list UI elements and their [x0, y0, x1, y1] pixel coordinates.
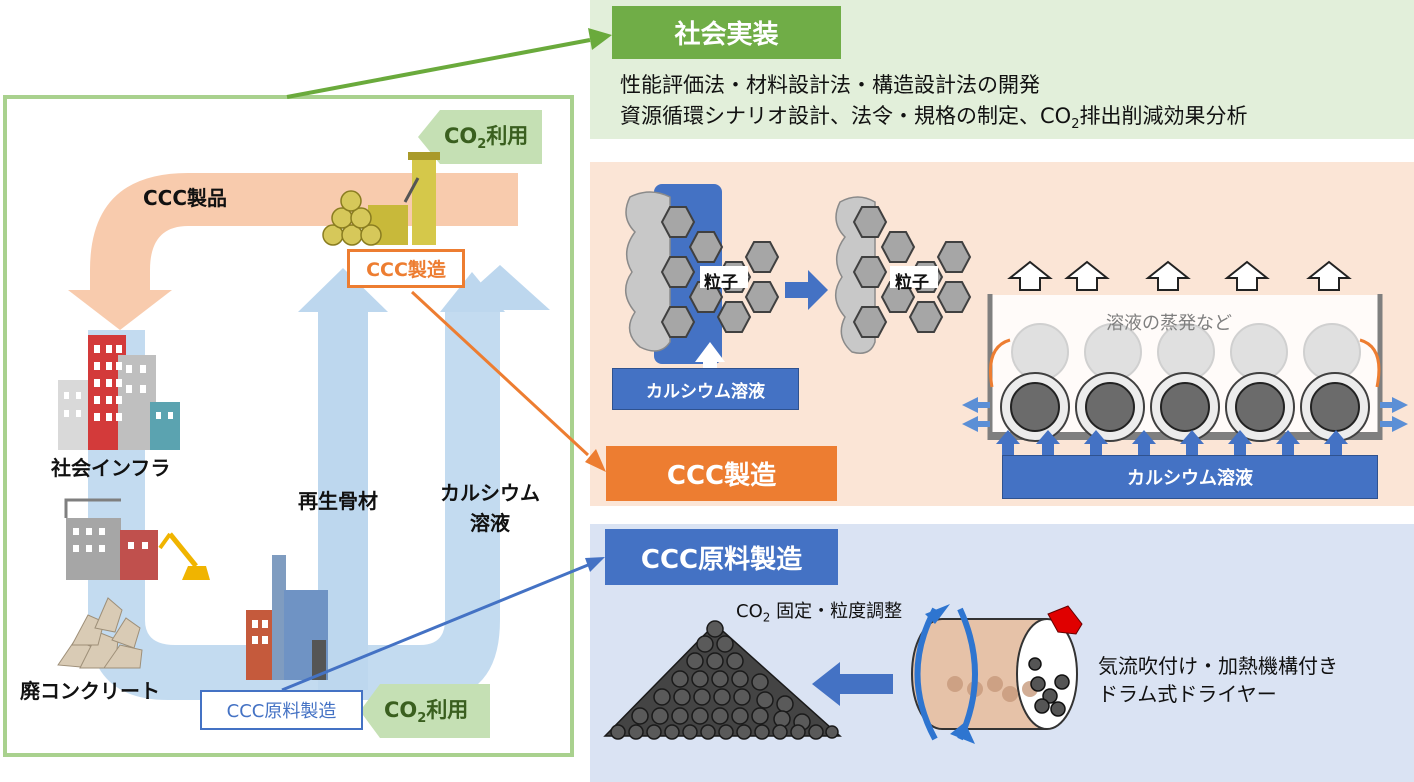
social-description: 性能評価法・材料設計法・構造設計法の開発 資源循環シナリオ設計、法令・規格の制定… [620, 70, 1247, 140]
connector-ccc [410, 290, 590, 457]
social-infra-label: 社会インフラ [51, 456, 171, 480]
waste-concrete-label: 廃コンクリート [20, 679, 160, 703]
drum-dryer-icon [911, 604, 1083, 744]
raw-material-box: CCC原料製造 [200, 690, 363, 730]
raw-material-label: CCC原料製造 [226, 701, 337, 722]
evaporation-arrows-icon [1007, 260, 1352, 291]
ccc-process-illustration [625, 184, 1408, 460]
demolition-site-icon [64, 498, 210, 580]
raw-material-title: CCC原料製造 [605, 529, 838, 585]
connector-raw [281, 563, 589, 692]
side-arrows-icon [962, 397, 1408, 432]
up-arrow-icon [695, 342, 725, 377]
dryer-line-1: 気流吹付け・加熱機構付き [1098, 654, 1338, 678]
aggregate-flow-arrowhead [298, 268, 388, 312]
process-arrow-icon [785, 270, 828, 310]
calcium-solution-large-box: カルシウム溶液 [1002, 455, 1378, 499]
ccc-product-label: CCC製品 [143, 186, 228, 210]
curve-arrow-right [1359, 338, 1381, 388]
particle-label-2: 粒子 [895, 273, 929, 293]
calcium-flow-arrowhead [450, 265, 550, 310]
ccc-manufacture-label: CCC製造 [366, 259, 446, 281]
dryer-line-2: ドラム式ドライヤー [1098, 682, 1277, 706]
chimney [412, 155, 436, 245]
dryer-description: 気流吹付け・加熱機構付き ドラム式ドライヤー [1098, 652, 1338, 708]
ccc-manufacture-box: CCC製造 [347, 249, 465, 288]
social-line-2: 資源循環シナリオ設計、法令・規格の制定、CO2排出削減効果分析 [620, 104, 1248, 133]
evaporation-label: 溶液の蒸発など [1106, 313, 1232, 334]
ccc-product-pipes [322, 190, 382, 246]
hexagons-right [852, 206, 972, 338]
particles-row [1000, 372, 1370, 442]
social-line-1: 性能評価法・材料設計法・構造設計法の開発 [620, 73, 1040, 97]
rotation-arrow-left [914, 607, 938, 741]
recycled-aggregate-label: 再生骨材 [298, 489, 378, 513]
solution-up-arrows-icon [996, 430, 1348, 460]
connector-social [286, 38, 591, 99]
granule-pile-icon [603, 620, 842, 740]
product-flow-arrow [90, 173, 518, 290]
product-flow-arrowhead [68, 290, 172, 330]
curve-arrow-left [989, 338, 1011, 388]
ccc-manufacture-title: CCC製造 [606, 446, 837, 501]
connector-social-head [588, 28, 612, 50]
raw-material-illustration [603, 604, 1083, 744]
concrete-rubble-icon [57, 597, 143, 669]
co2-tag-top-shape [418, 110, 542, 164]
output-arrow-icon [812, 662, 893, 706]
aggregate-flow-arrow [318, 310, 368, 690]
co2-use-bottom-label: CO2利用 [384, 698, 469, 727]
co2-tag-bottom-shape [360, 684, 490, 738]
city-buildings-icon [58, 335, 180, 450]
calcium-solution-label: カルシウム 溶液 [440, 481, 540, 535]
co2-use-top-label: CO2利用 [444, 124, 529, 153]
raw-material-factory-icon [246, 555, 328, 680]
social-implementation-title: 社会実装 [612, 6, 841, 59]
particle-label-1: 粒子 [704, 273, 738, 293]
co2-fix-label: CO2 固定・粒度調整 [736, 601, 903, 625]
faded-particles [1011, 323, 1361, 381]
calcium-solution-small-box: カルシウム溶液 [612, 368, 799, 410]
